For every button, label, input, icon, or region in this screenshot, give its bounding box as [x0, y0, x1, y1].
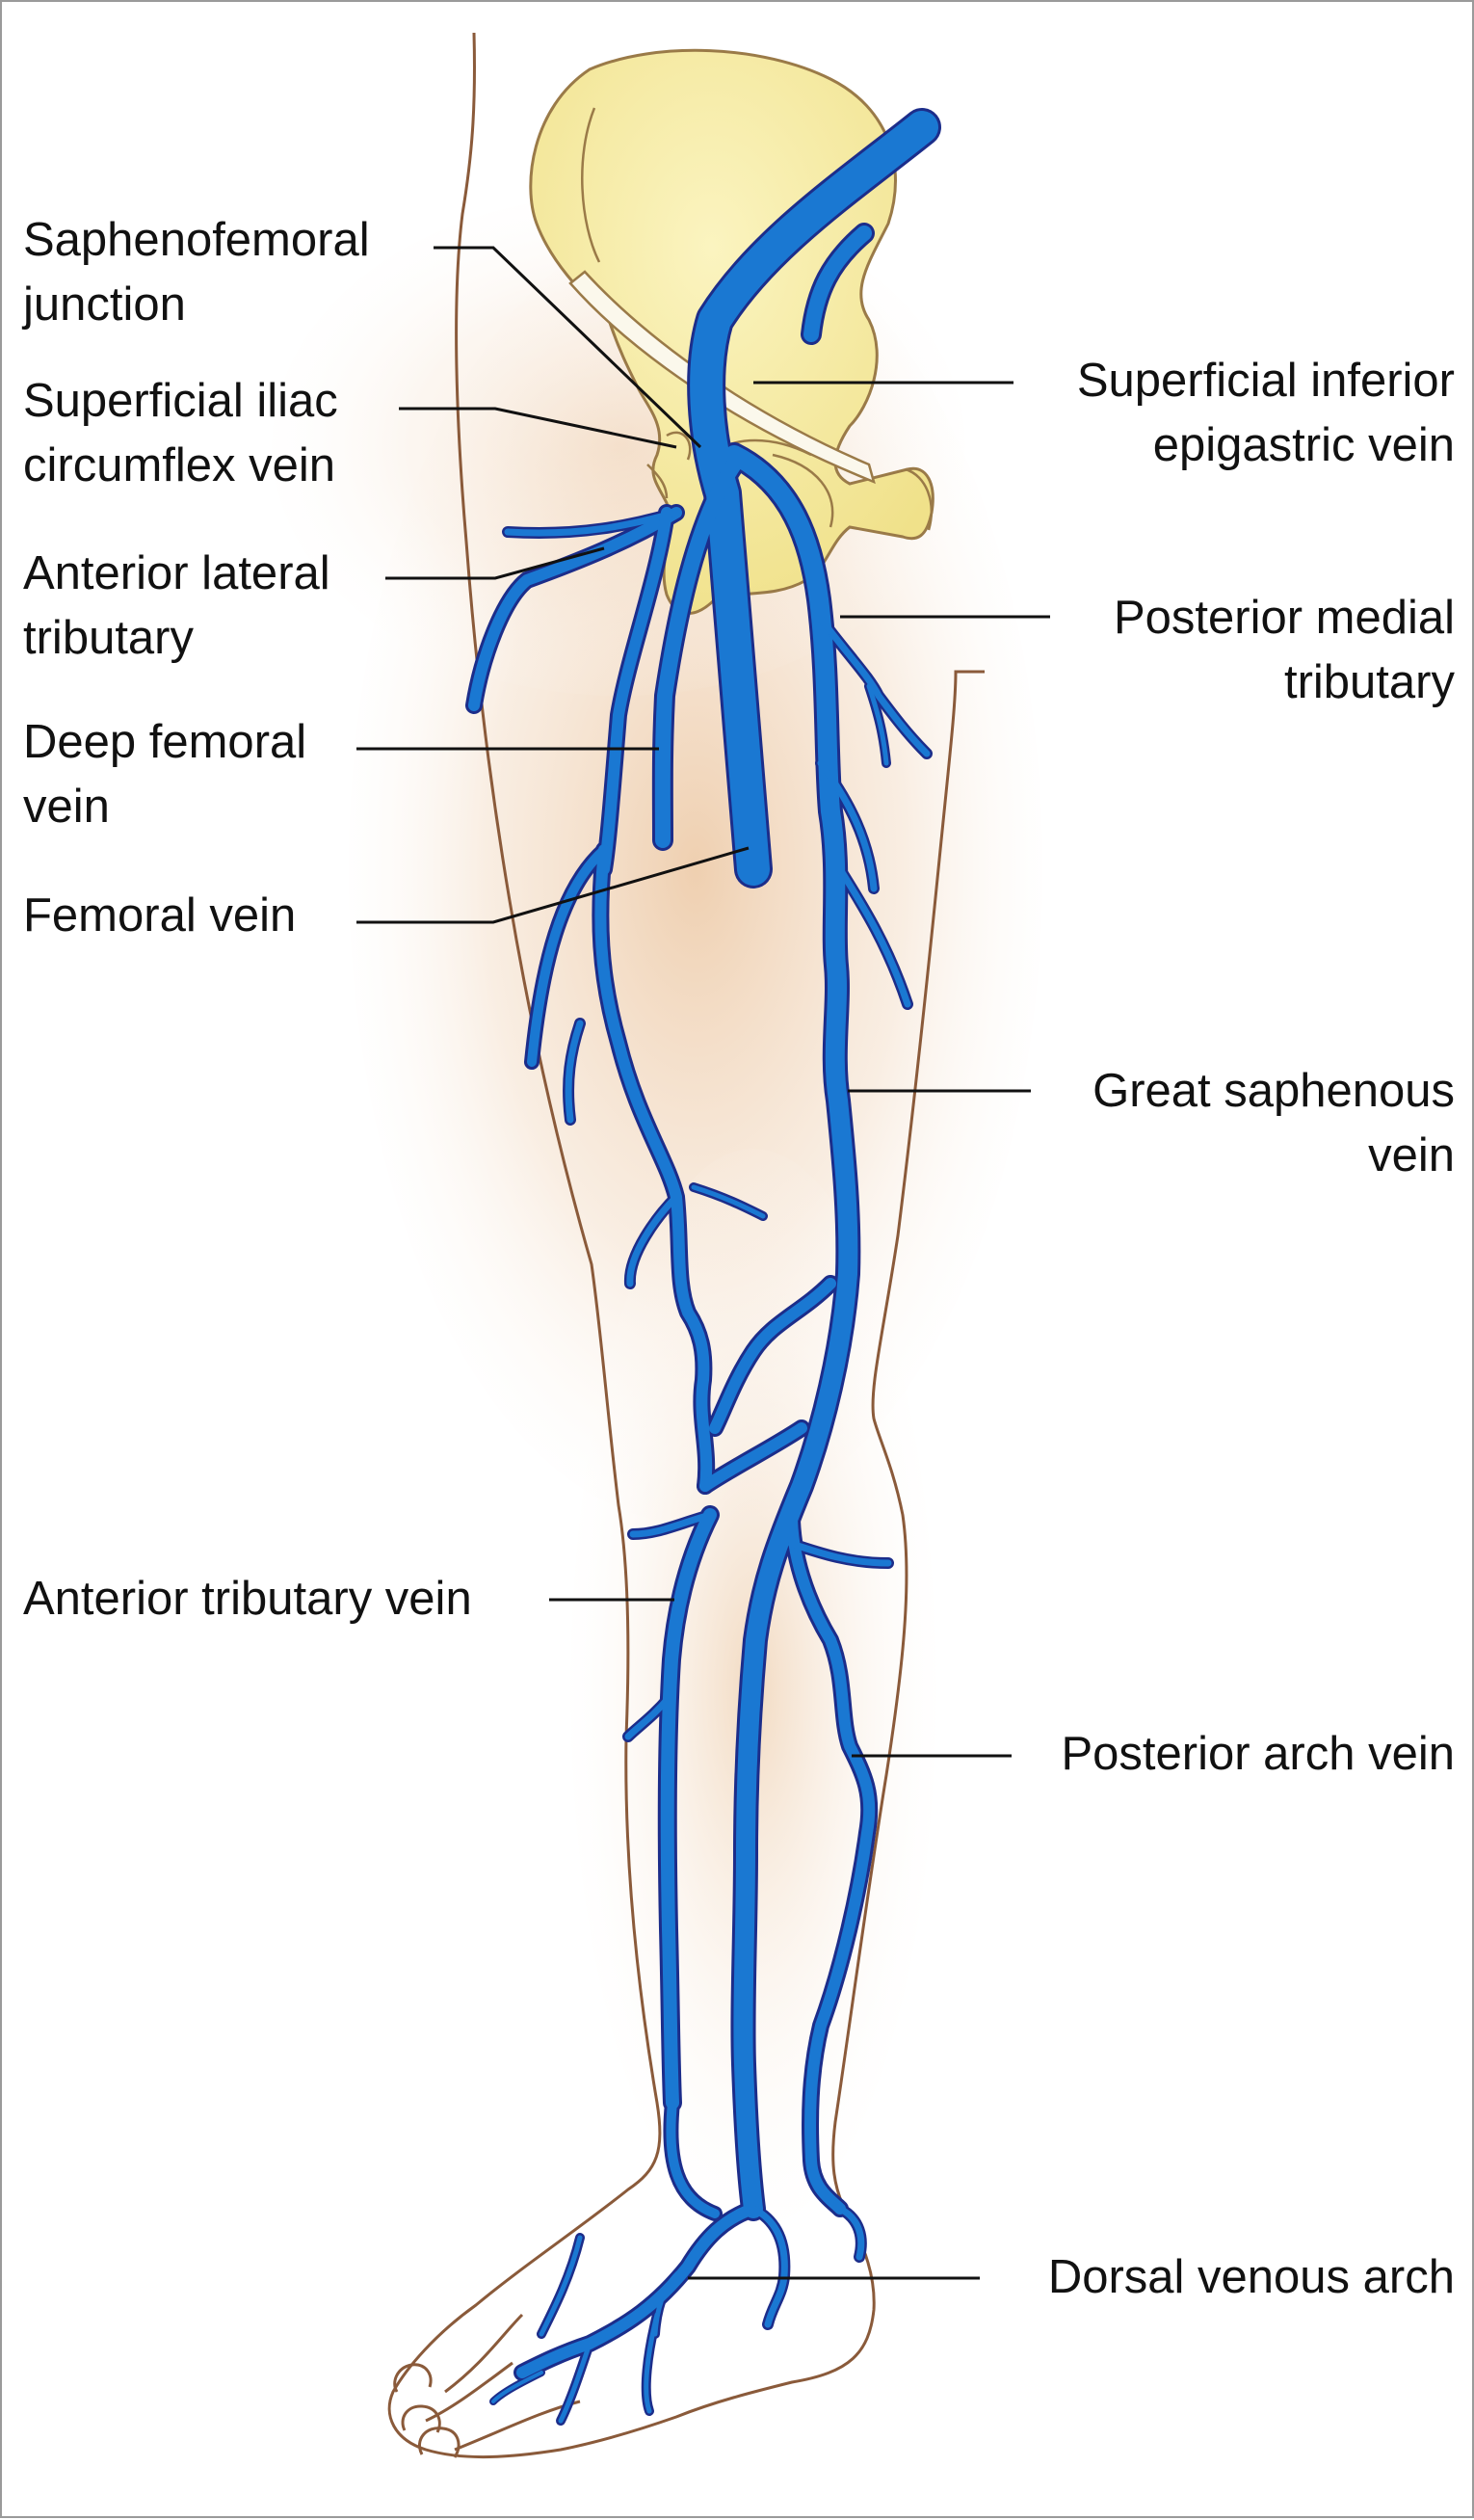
label-line: tributary [1114, 650, 1455, 715]
label-line: Great saphenous [1092, 1059, 1455, 1124]
label-line: junction [23, 273, 370, 337]
label-line: vein [1092, 1124, 1455, 1188]
label-superficial-inferior-epigastric-vein: Superficial inferior epigastric vein [1077, 349, 1455, 478]
label-anterior-lateral-tributary: Anterior lateral tributary [23, 542, 330, 671]
label-line: Anterior tributary vein [23, 1567, 472, 1631]
label-line: vein [23, 775, 306, 839]
label-line: Deep femoral [23, 710, 306, 775]
label-line: Dorsal venous arch [1048, 2245, 1455, 2310]
label-line: Anterior lateral [23, 542, 330, 606]
label-line: circumflex vein [23, 434, 338, 498]
label-line: Superficial inferior [1077, 349, 1455, 413]
label-saphenofemoral-junction: Saphenofemoral junction [23, 208, 370, 337]
label-femoral-vein: Femoral vein [23, 884, 296, 948]
label-dorsal-venous-arch: Dorsal venous arch [1048, 2245, 1455, 2310]
label-posterior-arch-vein: Posterior arch vein [1061, 1722, 1455, 1787]
label-line: epigastric vein [1077, 413, 1455, 478]
label-line: Posterior medial [1114, 586, 1455, 650]
label-anterior-tributary-vein: Anterior tributary vein [23, 1567, 472, 1631]
label-posterior-medial-tributary: Posterior medial tributary [1114, 586, 1455, 715]
label-deep-femoral-vein: Deep femoral vein [23, 710, 306, 839]
label-line: tributary [23, 606, 330, 671]
label-line: Superficial iliac [23, 369, 338, 434]
label-great-saphenous-vein: Great saphenous vein [1092, 1059, 1455, 1188]
label-superficial-iliac-circumflex-vein: Superficial iliac circumflex vein [23, 369, 338, 498]
label-line: Femoral vein [23, 884, 296, 948]
label-line: Posterior arch vein [1061, 1722, 1455, 1787]
label-line: Saphenofemoral [23, 208, 370, 273]
